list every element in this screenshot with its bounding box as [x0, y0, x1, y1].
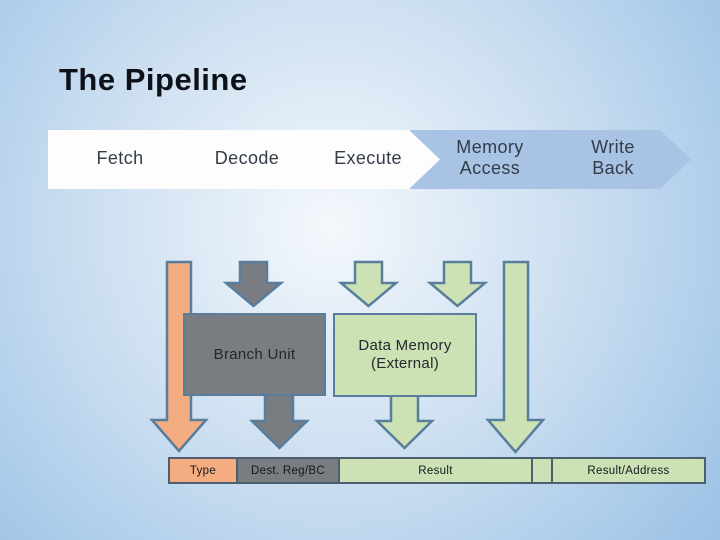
register-cell-result-label: Result — [418, 464, 453, 477]
stage-label-write-back: Write Back — [591, 137, 635, 178]
data-memory-box: Data Memory (External) — [333, 313, 477, 397]
register-cell-dest-reg: Dest. Reg/BC — [236, 457, 340, 484]
stage-banner-right-arrow — [410, 130, 691, 189]
page-title: The Pipeline — [59, 62, 248, 97]
register-cell-result-address: Result/Address — [551, 457, 706, 484]
decode-down-arrow — [222, 260, 285, 308]
memory-access-down-arrow — [426, 260, 489, 308]
branch-unit-label: Branch Unit — [213, 345, 296, 363]
register-cell-dest-reg-label: Dest. Reg/BC — [251, 464, 325, 477]
data-memory-down-arrow — [373, 393, 436, 450]
stage-label-memory-access: Memory Access — [456, 137, 524, 178]
execute-down-arrow — [337, 260, 400, 308]
register-cell-result: Result — [338, 457, 533, 484]
branch-unit-box: Branch Unit — [183, 313, 326, 396]
register-cell-result-address-label: Result/Address — [587, 464, 670, 477]
stage-label-execute: Execute — [334, 148, 402, 168]
data-memory-label-line1: Data Memory — [358, 337, 452, 354]
data-memory-label-line2: (External) — [370, 355, 440, 372]
branch-unit-down-arrow — [248, 392, 311, 450]
register-cell-spacer — [531, 457, 553, 484]
fetch-down-arrow — [149, 260, 209, 453]
register-cell-type: Type — [168, 457, 238, 484]
stage-label-decode: Decode — [214, 148, 280, 168]
stage-banner-left-arrow — [48, 130, 440, 189]
write-back-down-arrow — [485, 260, 546, 454]
register-cell-type-label: Type — [189, 464, 217, 477]
stage-label-fetch: Fetch — [96, 148, 144, 168]
